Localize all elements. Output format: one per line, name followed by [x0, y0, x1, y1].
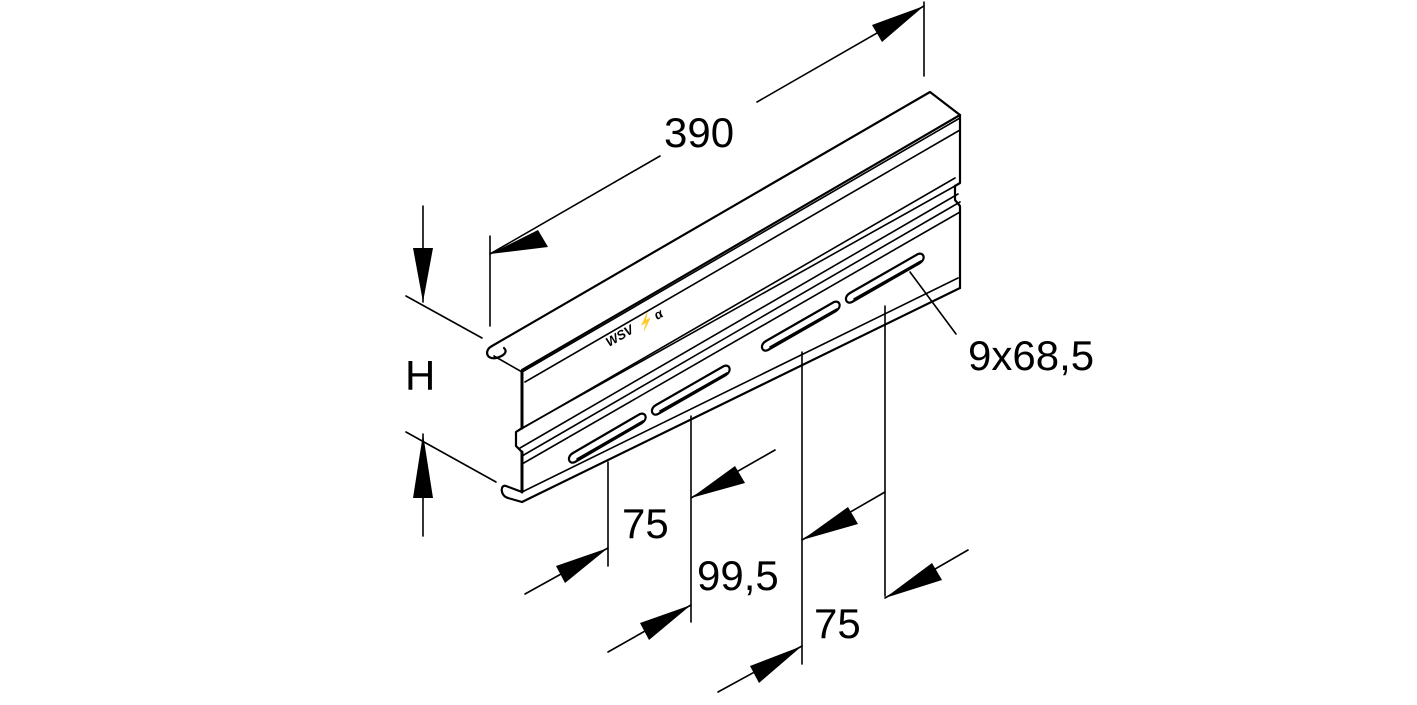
- slot-holes: [567, 252, 925, 464]
- length-label: 390: [664, 109, 734, 156]
- height-label: H: [405, 352, 435, 399]
- slot-2: [650, 364, 731, 416]
- slot-size-label: 9x68,5: [968, 332, 1094, 379]
- stamp-symbols: ⚡ α: [634, 305, 667, 333]
- slot-3: [760, 300, 841, 352]
- manufacturer-stamp: WSV: [603, 321, 637, 349]
- slot-1: [567, 412, 647, 464]
- dimension-slot: 9x68,5: [909, 271, 1094, 379]
- dimension-spacing: 75 99,5 75: [524, 305, 969, 693]
- spacing-middle-label: 99,5: [697, 552, 779, 599]
- slot-4: [844, 252, 925, 304]
- dimension-length: 390: [489, 1, 925, 327]
- dimension-height: H: [405, 205, 497, 537]
- spacing-right-label: 75: [814, 600, 861, 647]
- spacing-left-label: 75: [622, 500, 669, 547]
- rail-profile: [486, 90, 962, 504]
